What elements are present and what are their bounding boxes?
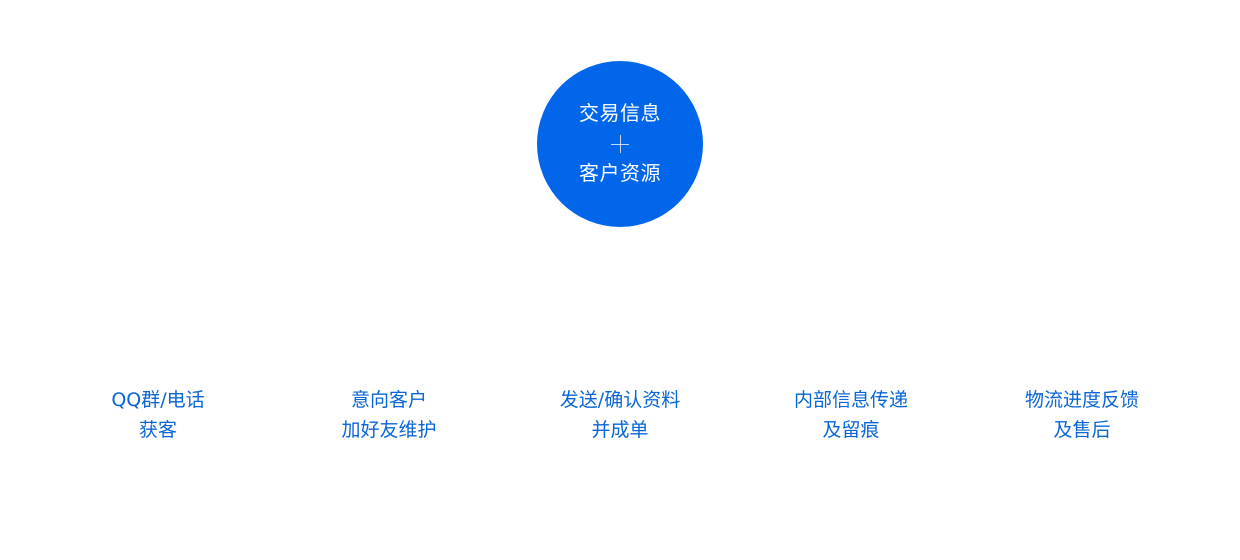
hub-label-top: 交易信息 xyxy=(579,101,661,125)
step-4: 内部信息传递 及留痕 xyxy=(751,385,951,445)
plus-icon xyxy=(611,135,629,153)
step-3-line-2: 并成单 xyxy=(591,419,649,441)
step-3: 发送/确认资料 并成单 xyxy=(520,385,720,445)
process-steps: QQ群/电话 获客 意向客户 加好友维护 发送/确认资料 并成单 内部信息传递 … xyxy=(0,385,1240,455)
hub-label-bottom: 客户资源 xyxy=(579,161,661,185)
step-1: QQ群/电话 获客 xyxy=(58,385,258,445)
step-5-line-2: 及售后 xyxy=(1053,419,1111,441)
step-1-line-1: QQ群/电话 xyxy=(111,389,205,411)
step-4-line-2: 及留痕 xyxy=(822,419,880,441)
step-3-line-1: 发送/确认资料 xyxy=(559,389,681,411)
step-2: 意向客户 加好友维护 xyxy=(289,385,489,445)
step-5-line-1: 物流进度反馈 xyxy=(1024,389,1139,411)
step-4-line-1: 内部信息传递 xyxy=(793,389,908,411)
step-2-line-2: 加好友维护 xyxy=(341,419,437,441)
step-1-line-2: 获客 xyxy=(138,419,177,441)
step-2-line-1: 意向客户 xyxy=(350,389,427,411)
hub-circle: 交易信息 客户资源 xyxy=(537,61,703,227)
step-5: 物流进度反馈 及售后 xyxy=(982,385,1182,445)
